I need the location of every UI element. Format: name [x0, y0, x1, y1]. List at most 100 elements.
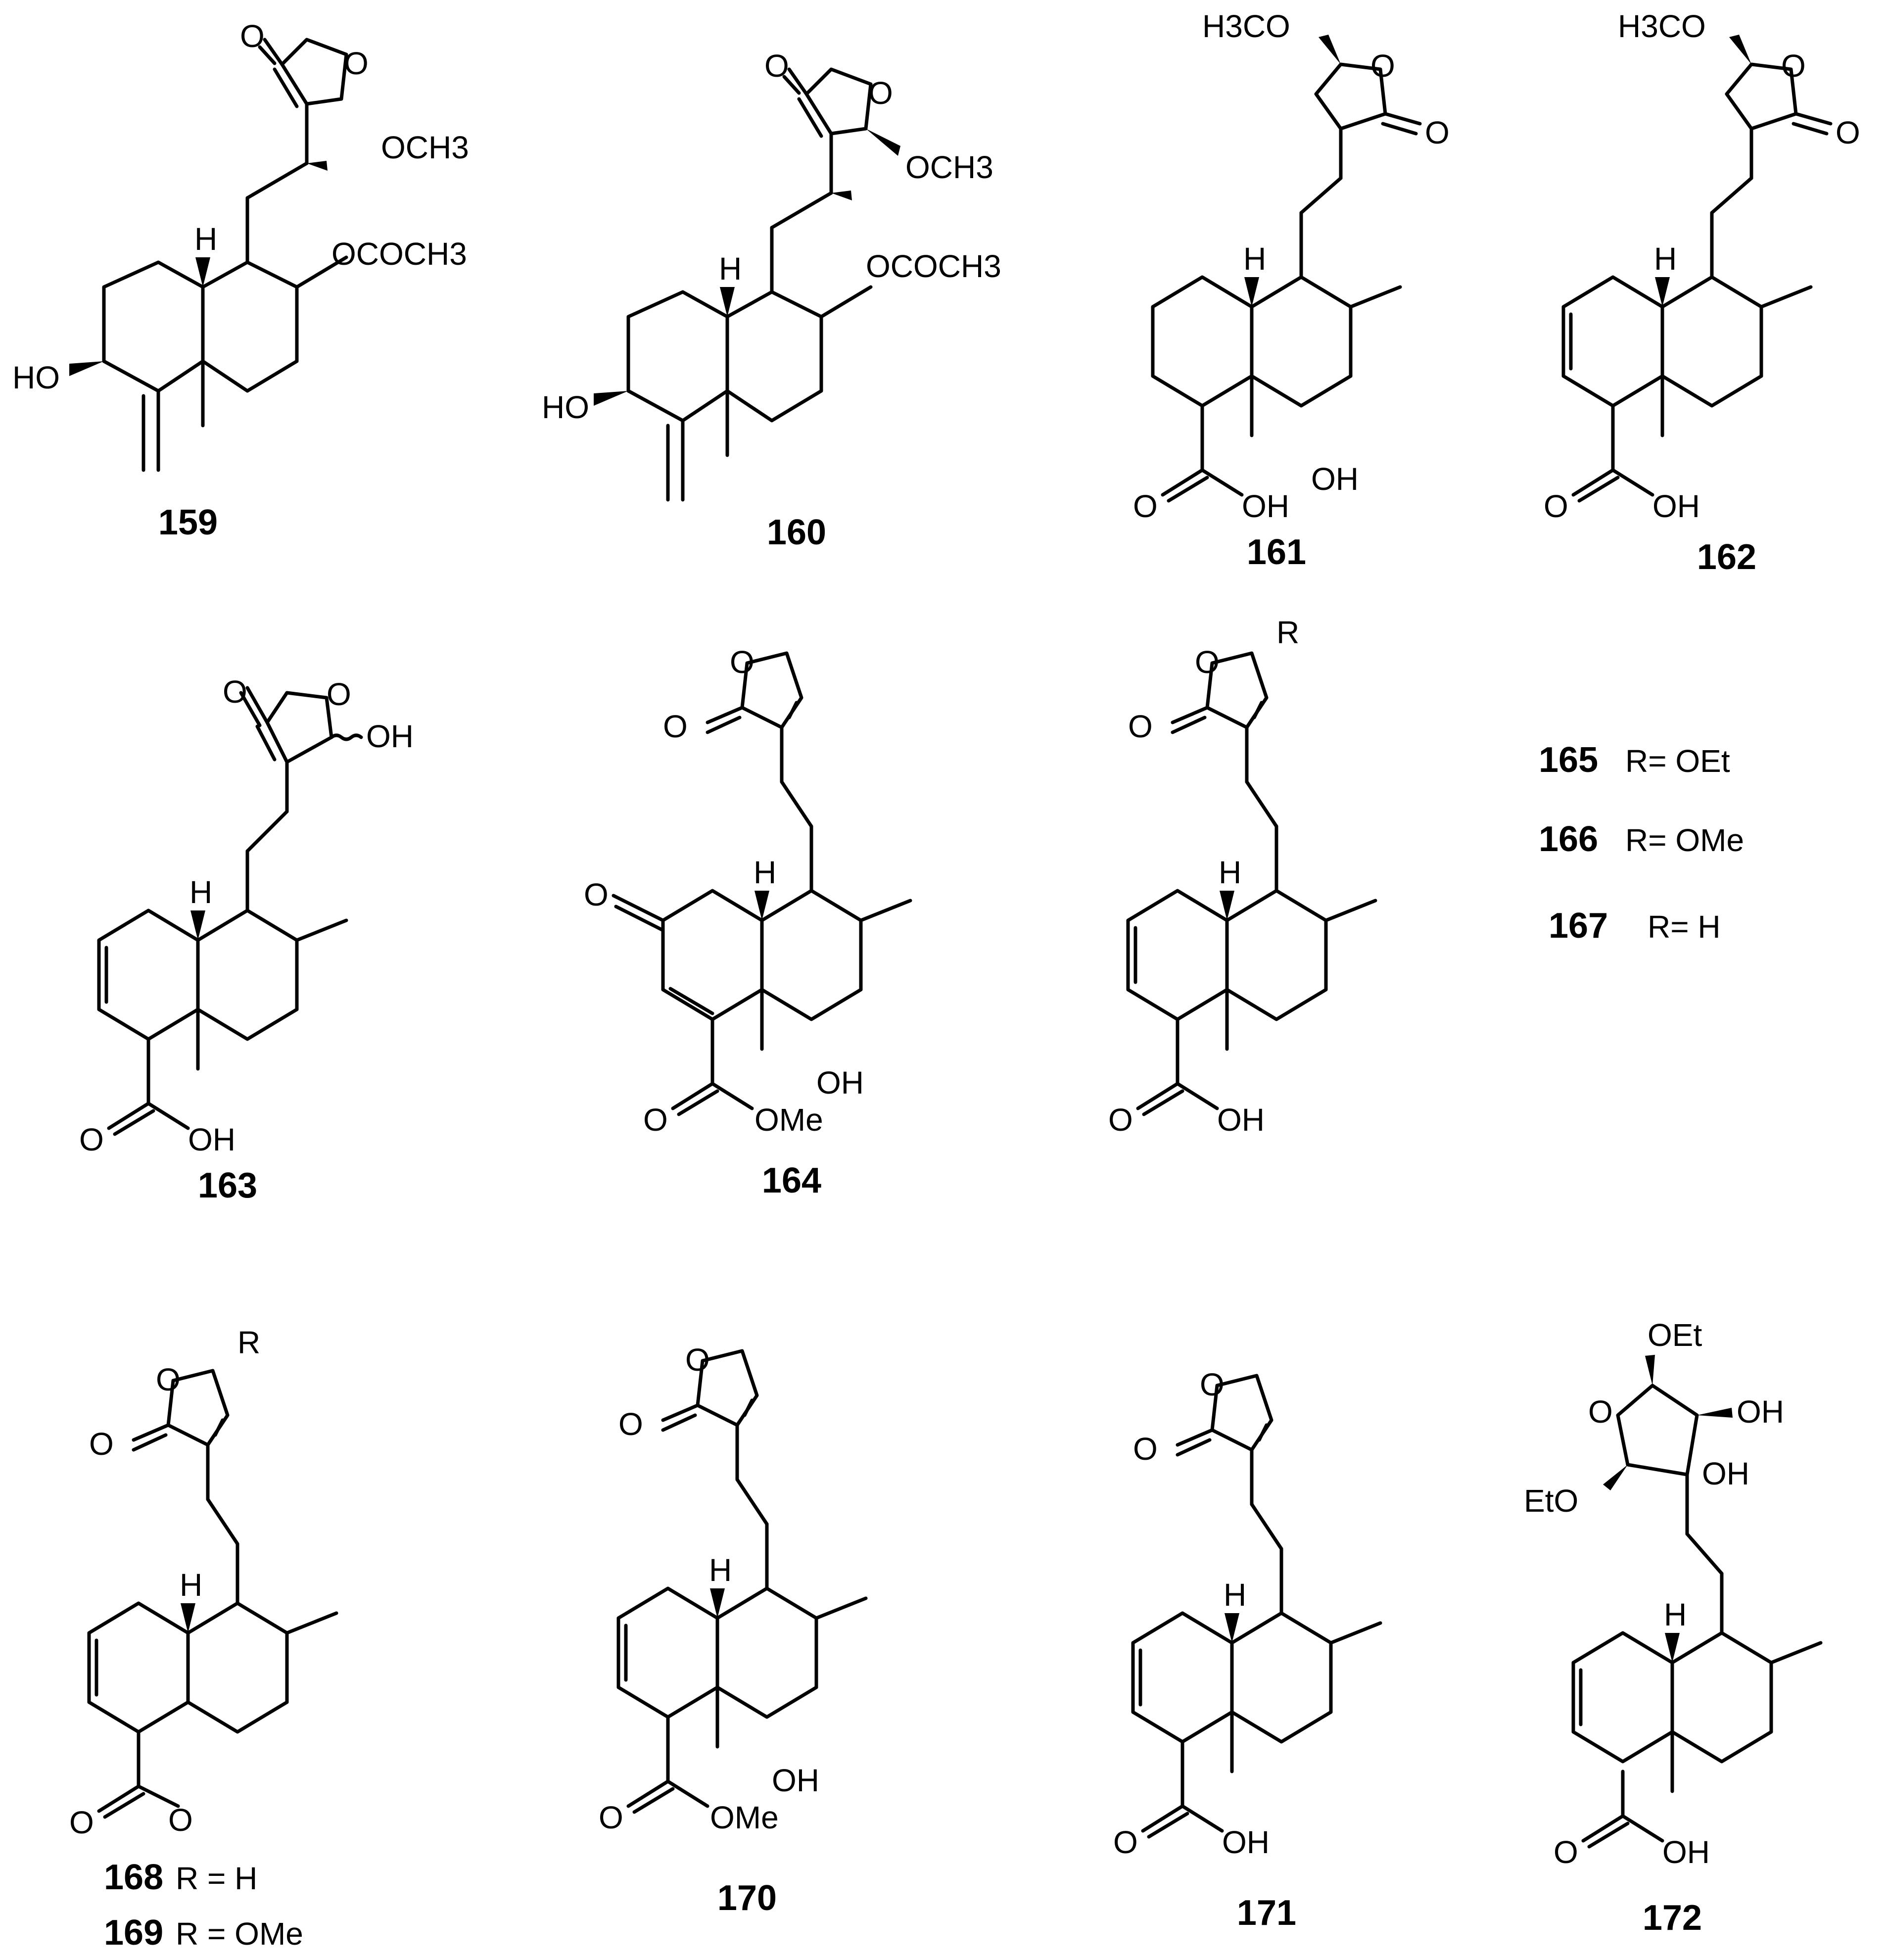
structure-168-169: R O O H O O — [69, 1325, 338, 1840]
structure-160: H HO O O OCH3 OCOCH3 160 — [542, 48, 1001, 552]
o-acid-162: O — [1544, 488, 1568, 524]
r-def-text-165: R= OEt — [1625, 743, 1730, 779]
structure-165-167: R O O H O OH — [1108, 615, 1377, 1138]
oac-label-159: OCOCH3 — [331, 236, 467, 272]
r-def-text-166: R= OMe — [1625, 822, 1744, 858]
o-carbonyl-160: O — [764, 48, 789, 84]
h-label-163: H — [189, 874, 212, 910]
compound-number-160: 160 — [767, 513, 826, 552]
oh-ring-170: OH — [772, 1763, 819, 1798]
o-ring-161: O — [1370, 48, 1395, 84]
o-carbonyl-165: O — [1128, 709, 1153, 744]
h-label-165: H — [1219, 855, 1241, 890]
structure-162: H3CO O O H O OH 162 — [1544, 8, 1860, 577]
o-carbonyl-170: O — [618, 1406, 643, 1442]
r-def-num-169: 169 — [104, 1913, 163, 1953]
o-carbonyl-161: O — [1425, 115, 1450, 150]
o-carbonyl-159: O — [240, 18, 265, 54]
o-ring-164: O — [730, 644, 754, 680]
o-ring-159: O — [344, 46, 369, 81]
structure-164: O O H O OH O OMe 164 — [584, 644, 912, 1200]
r-definitions-168-169: 168 R = H 169 R = OMe — [104, 1858, 303, 1953]
o-ring-168: O — [156, 1362, 181, 1397]
structure-171: O O H O OH 171 — [1113, 1367, 1382, 1933]
ome-ester-170: OMe — [710, 1800, 779, 1835]
o-carbonyl-163: O — [223, 674, 247, 710]
o-carbonyl-171: O — [1133, 1431, 1158, 1467]
ho-label-160: HO — [542, 389, 589, 425]
compound-number-172: 172 — [1643, 1898, 1702, 1938]
structure-170: O O H OH O OMe 170 — [599, 1342, 868, 1918]
o-carbonyl-168: O — [89, 1426, 114, 1462]
compound-number-164: 164 — [762, 1161, 821, 1200]
oh-hemiacetal-163: OH — [366, 718, 414, 754]
r-def-text-169: R = OMe — [176, 1916, 303, 1952]
h3co-label-162: H3CO — [1618, 8, 1706, 44]
structure-163: O O OH H O OH 163 — [79, 674, 414, 1205]
h-label-171: H — [1224, 1577, 1246, 1613]
r-def-text-168: R = H — [176, 1861, 257, 1896]
o-ring-165: O — [1195, 644, 1220, 680]
oh-upper-172: OH — [1737, 1394, 1784, 1430]
r-label-165: R — [1276, 615, 1299, 650]
o-ring-160: O — [868, 75, 893, 111]
r-def-num-165: 165 — [1539, 740, 1598, 780]
oh-acid-172: OH — [1662, 1834, 1710, 1870]
compound-number-161: 161 — [1247, 532, 1306, 572]
structure-172: OEt O OH OH EtO H O OH 172 — [1524, 1317, 1823, 1938]
o-ring-162: O — [1781, 48, 1806, 84]
o-acid-163: O — [79, 1122, 104, 1157]
r-label-168: R — [237, 1325, 260, 1360]
compound-number-162: 162 — [1697, 537, 1756, 577]
structure-161: H3CO O O H O OH OH 161 — [1133, 8, 1450, 572]
o-ketone-164: O — [584, 877, 609, 912]
oh-ring-161: OH — [1311, 461, 1359, 497]
oh-acid-163: OH — [188, 1122, 236, 1157]
r-definitions-165-167: 165 R= OEt 166 R= OMe 167 R= H — [1539, 740, 1744, 946]
oh-ring-164: OH — [816, 1065, 864, 1100]
r-def-num-167: 167 — [1549, 906, 1608, 946]
oh-acid-165: OH — [1217, 1102, 1265, 1138]
oac-label-160: OCOCH3 — [866, 248, 1001, 284]
o-bridge-168: O — [168, 1802, 193, 1838]
compound-number-170: 170 — [717, 1878, 777, 1918]
oh-acid-171: OH — [1222, 1824, 1270, 1860]
h-label-160: H — [719, 251, 742, 287]
ome-ester-164: OMe — [754, 1102, 823, 1138]
o-acid-161: O — [1133, 488, 1158, 524]
compound-number-171: 171 — [1237, 1893, 1296, 1933]
ome-label-159: OCH3 — [381, 130, 469, 165]
h-label-168: H — [180, 1567, 202, 1603]
h-label-164: H — [754, 855, 776, 890]
h3co-label-161: H3CO — [1202, 8, 1290, 44]
o-carbonyl-164: O — [663, 709, 688, 744]
oet-top-172: OEt — [1648, 1317, 1702, 1353]
o-ring-172: O — [1588, 1394, 1613, 1430]
o-ring-163: O — [327, 676, 351, 712]
o-carbonyl-162: O — [1836, 115, 1860, 150]
compound-number-163: 163 — [198, 1166, 257, 1205]
compound-number-159: 159 — [158, 503, 218, 542]
r-def-num-166: 166 — [1539, 819, 1598, 859]
o-acid-165: O — [1108, 1102, 1133, 1138]
o-ester-170: O — [599, 1800, 623, 1835]
o-ring-170: O — [685, 1342, 710, 1378]
h-label-162: H — [1654, 241, 1677, 277]
r-def-text-167: R= H — [1648, 909, 1721, 945]
oh-acid-162: OH — [1652, 488, 1700, 524]
h-label-170: H — [709, 1552, 732, 1588]
oh-lower-172: OH — [1702, 1456, 1749, 1491]
o-acid-171: O — [1113, 1824, 1138, 1860]
o-ester-164: O — [643, 1102, 668, 1138]
ome-label-160: OCH3 — [905, 149, 993, 185]
ho-label-159: HO — [12, 360, 60, 395]
o-lactone-168: O — [69, 1805, 94, 1840]
r-def-num-168: 168 — [104, 1858, 163, 1897]
h-label-172: H — [1664, 1597, 1687, 1632]
structure-159: H HO O O OCH3 OCOCH3 159 — [12, 18, 469, 542]
eto-label-172: EtO — [1524, 1483, 1578, 1519]
o-ring-171: O — [1200, 1367, 1225, 1402]
h-label-161: H — [1243, 241, 1266, 277]
